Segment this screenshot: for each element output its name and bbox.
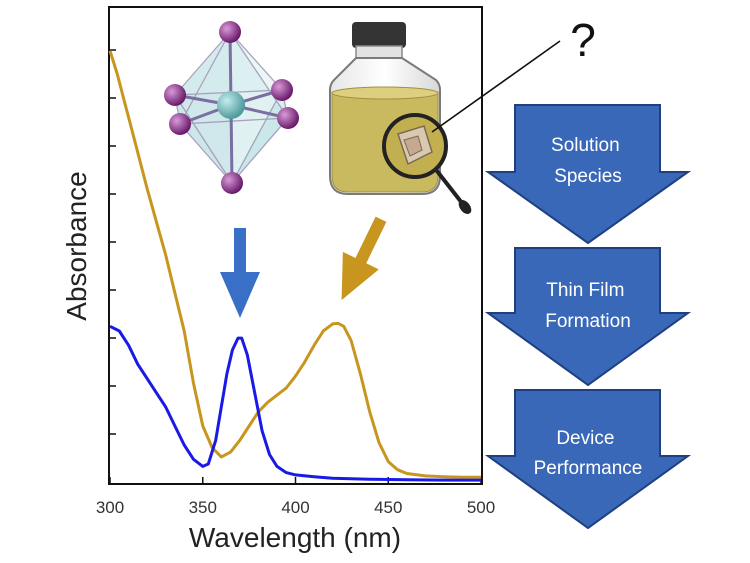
- flow-label-line: Formation: [545, 311, 631, 332]
- flow-label-line: Device: [556, 428, 614, 449]
- perovskite-octahedron-icon: [164, 21, 299, 194]
- svg-text:Device Performance: Device Performance: [534, 428, 643, 479]
- x-tick-label: 400: [281, 498, 309, 517]
- x-tick-label: 350: [189, 498, 217, 517]
- process-flow: Solution Species Thin Film Formation Dev…: [484, 104, 692, 530]
- flow-arrow-thin-film-formation: [484, 247, 692, 387]
- magnifying-glass-icon: [382, 113, 472, 215]
- flow-arrow-device-performance: [484, 389, 692, 530]
- gold-down-arrow-icon: [341, 216, 387, 301]
- x-tick-label: 450: [374, 498, 402, 517]
- series-gold-line: [108, 50, 481, 479]
- y-axis-title: Absorbance: [61, 171, 92, 320]
- blue-down-arrow-icon: [220, 228, 260, 318]
- flow-label-line: Performance: [534, 458, 643, 479]
- question-mark: ?: [570, 14, 596, 66]
- flow-arrow-solution-species: [484, 104, 692, 245]
- svg-text:Solution Species: Solution Species: [551, 135, 625, 187]
- x-axis-ticks: 300 350 400 450 500: [96, 477, 495, 517]
- flow-label-line: Thin Film: [546, 280, 624, 301]
- x-axis-title: Wavelength (nm): [189, 522, 401, 553]
- x-tick-label: 300: [96, 498, 124, 517]
- flow-label-line: Solution: [551, 135, 620, 156]
- question-pointer-line: [431, 40, 561, 133]
- x-tick-label: 500: [467, 498, 495, 517]
- flow-label-line: Species: [554, 166, 622, 187]
- series-blue-line: [109, 324, 481, 482]
- y-axis-ticks: [109, 49, 116, 435]
- svg-text:Thin Film Formation: Thin Film Formation: [545, 280, 631, 332]
